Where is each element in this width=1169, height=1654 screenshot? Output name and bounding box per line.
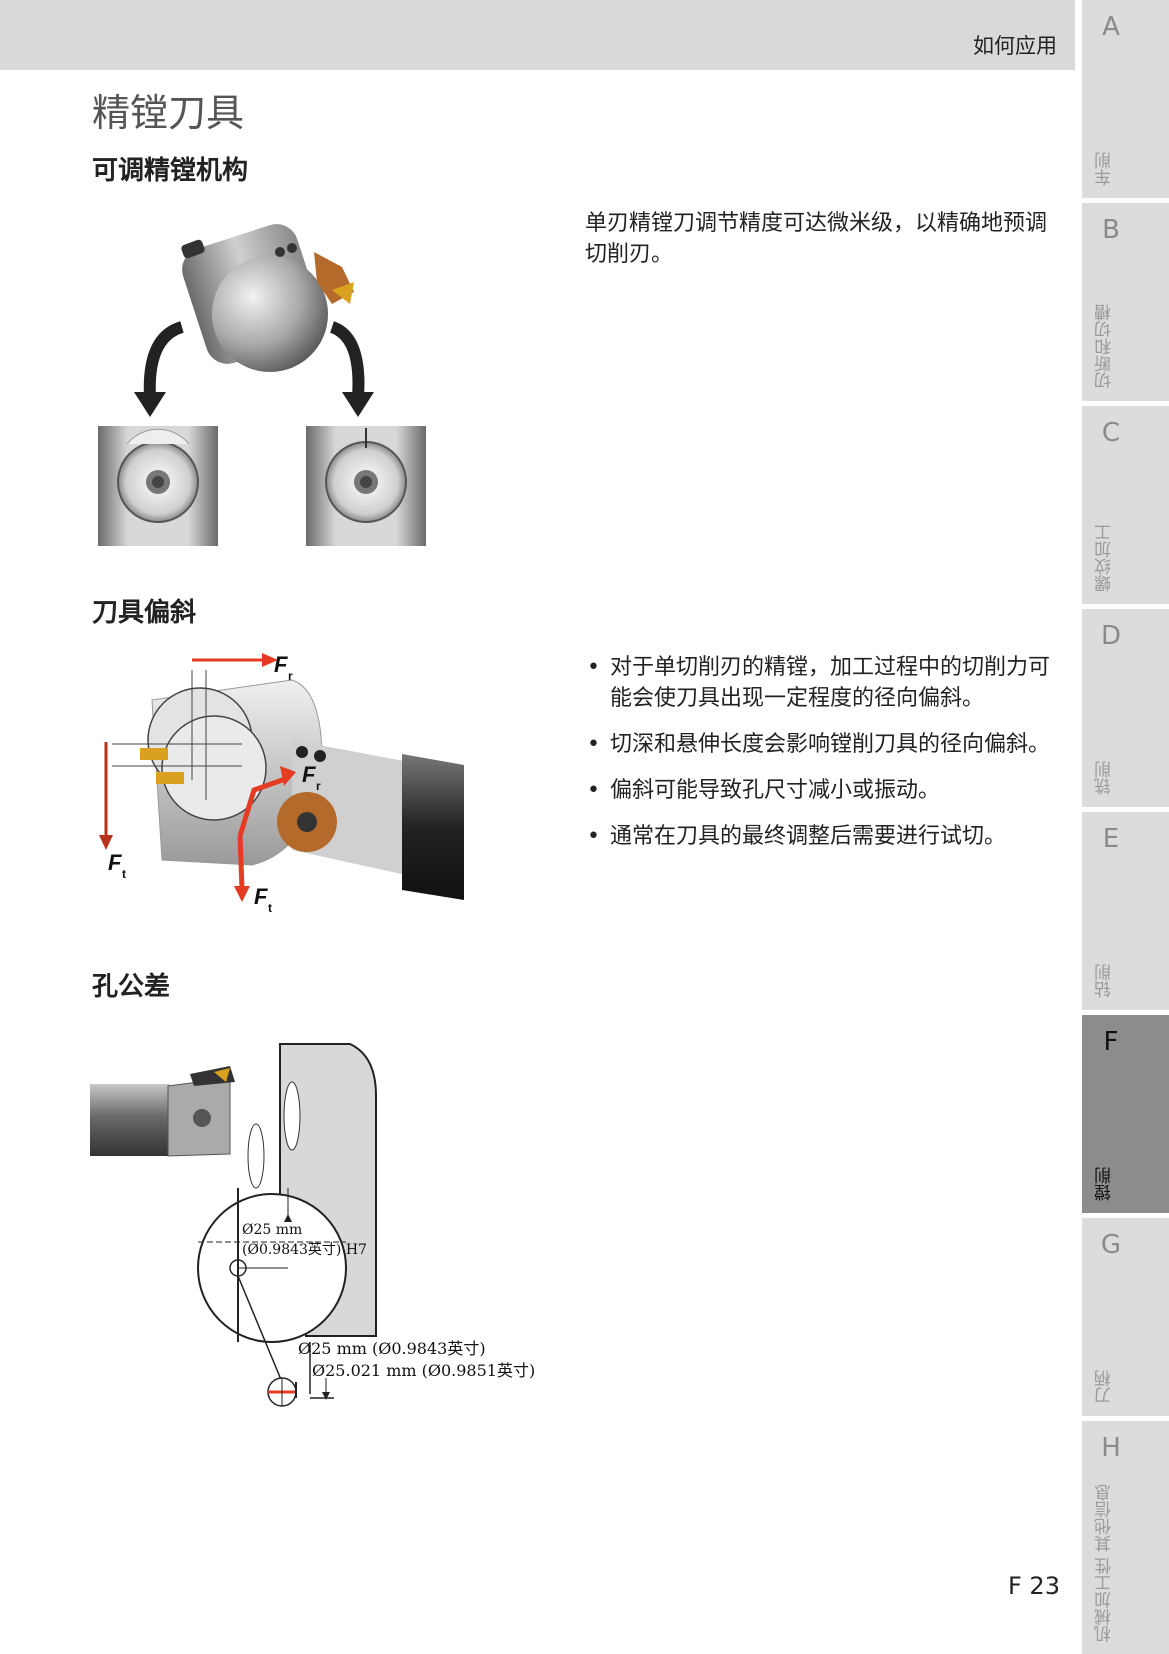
page-number: F 23 [1008,1572,1060,1600]
tab-letter: B [1102,215,1120,245]
tab-label: 切断和切槽 [1095,304,1115,389]
annotation-nominal-mm: Ø25 mm [242,1222,302,1238]
tab-h[interactable]: H 机械加工性 其他信息 [1082,1421,1169,1654]
tab-f[interactable]: F 镗削 [1082,1015,1169,1213]
fr-label-tool: F [302,762,316,787]
bullet-item: •对于单切削刃的精镗，加工过程中的切削力可能会使刀具出现一定程度的径向偏斜。 [587,655,1051,711]
fr-sub-tool: r [316,779,321,793]
tab-b[interactable]: B 切断和切槽 [1082,203,1169,401]
tab-a[interactable]: A 车削 [1082,0,1169,198]
ft-sub-tool: t [268,901,272,915]
ft-label-tool: F [254,884,268,909]
fr-sub-top: r [288,669,293,683]
tab-label: 铣削 [1095,761,1115,795]
section-title-tolerance: 孔公差 [92,972,171,1002]
tab-letter: E [1102,824,1120,854]
bullet-item: •通常在刀具的最终调整后需要进行试切。 [587,824,1007,849]
tab-d[interactable]: D 铣削 [1082,609,1169,807]
tab-letter: A [1102,12,1120,42]
annotation-lower-limit: Ø25 mm (Ø0.9843英寸) [298,1339,486,1358]
page-title: 精镗刀具 [92,91,245,135]
tab-letter: D [1100,621,1122,651]
tab-g[interactable]: G 刀柄 [1082,1218,1169,1416]
tab-label: 螺纹加工 [1095,524,1115,592]
adjustable-mechanism-figure [98,224,426,546]
tab-letter: H [1101,1433,1121,1463]
section-title-adjustable: 可调精镗机构 [92,156,249,186]
bullet-item: •偏斜可能导致孔尺寸减小或振动。 [587,778,941,803]
adjustable-description: 单刃精镗刀调节精度可达微米级，以精确地预调切削刃。 [585,211,1048,267]
section-label: 如何应用 [973,34,1057,58]
tolerance-figure: Ø25 mm (Ø0.9843英寸) H7 Ø25 mm (Ø0.9843英寸)… [90,1043,535,1407]
tab-label: 刀柄 [1095,1370,1115,1404]
tab-e[interactable]: E 钻削 [1082,812,1169,1010]
ft-sub-left: t [122,867,126,881]
tab-c[interactable]: C 螺纹加工 [1082,406,1169,604]
tab-letter: F [1103,1027,1119,1057]
tab-label: 机械加工性 其他信息 [1095,1483,1115,1642]
ft-label-left: F [108,850,122,875]
chapter-sidebar: A 车削 B 切断和切槽 C 螺纹加工 D 铣削 E 钻削 F 镗削 G 刀柄 … [1082,0,1169,1654]
tab-label: 镗削 [1095,1167,1115,1201]
deflection-figure: F r F r F t F t [99,652,464,915]
tab-label: 钻削 [1095,964,1115,998]
header-bar: 如何应用 [0,0,1075,70]
deflection-bullet-list: •对于单切削刃的精镗，加工过程中的切削力可能会使刀具出现一定程度的径向偏斜。 •… [585,652,1065,867]
tab-label: 车削 [1095,152,1115,186]
annotation-upper-limit: Ø25.021 mm (Ø0.9851英寸) [312,1361,535,1380]
fr-label-top: F [274,652,288,677]
tab-letter: G [1100,1230,1122,1260]
bullet-item: •切深和悬伸长度会影响镗削刀具的径向偏斜。 [587,732,1051,757]
annotation-nominal-inch: (Ø0.9843英寸) H7 [242,1241,367,1258]
tab-letter: C [1101,418,1121,448]
section-title-deflection: 刀具偏斜 [92,598,197,628]
